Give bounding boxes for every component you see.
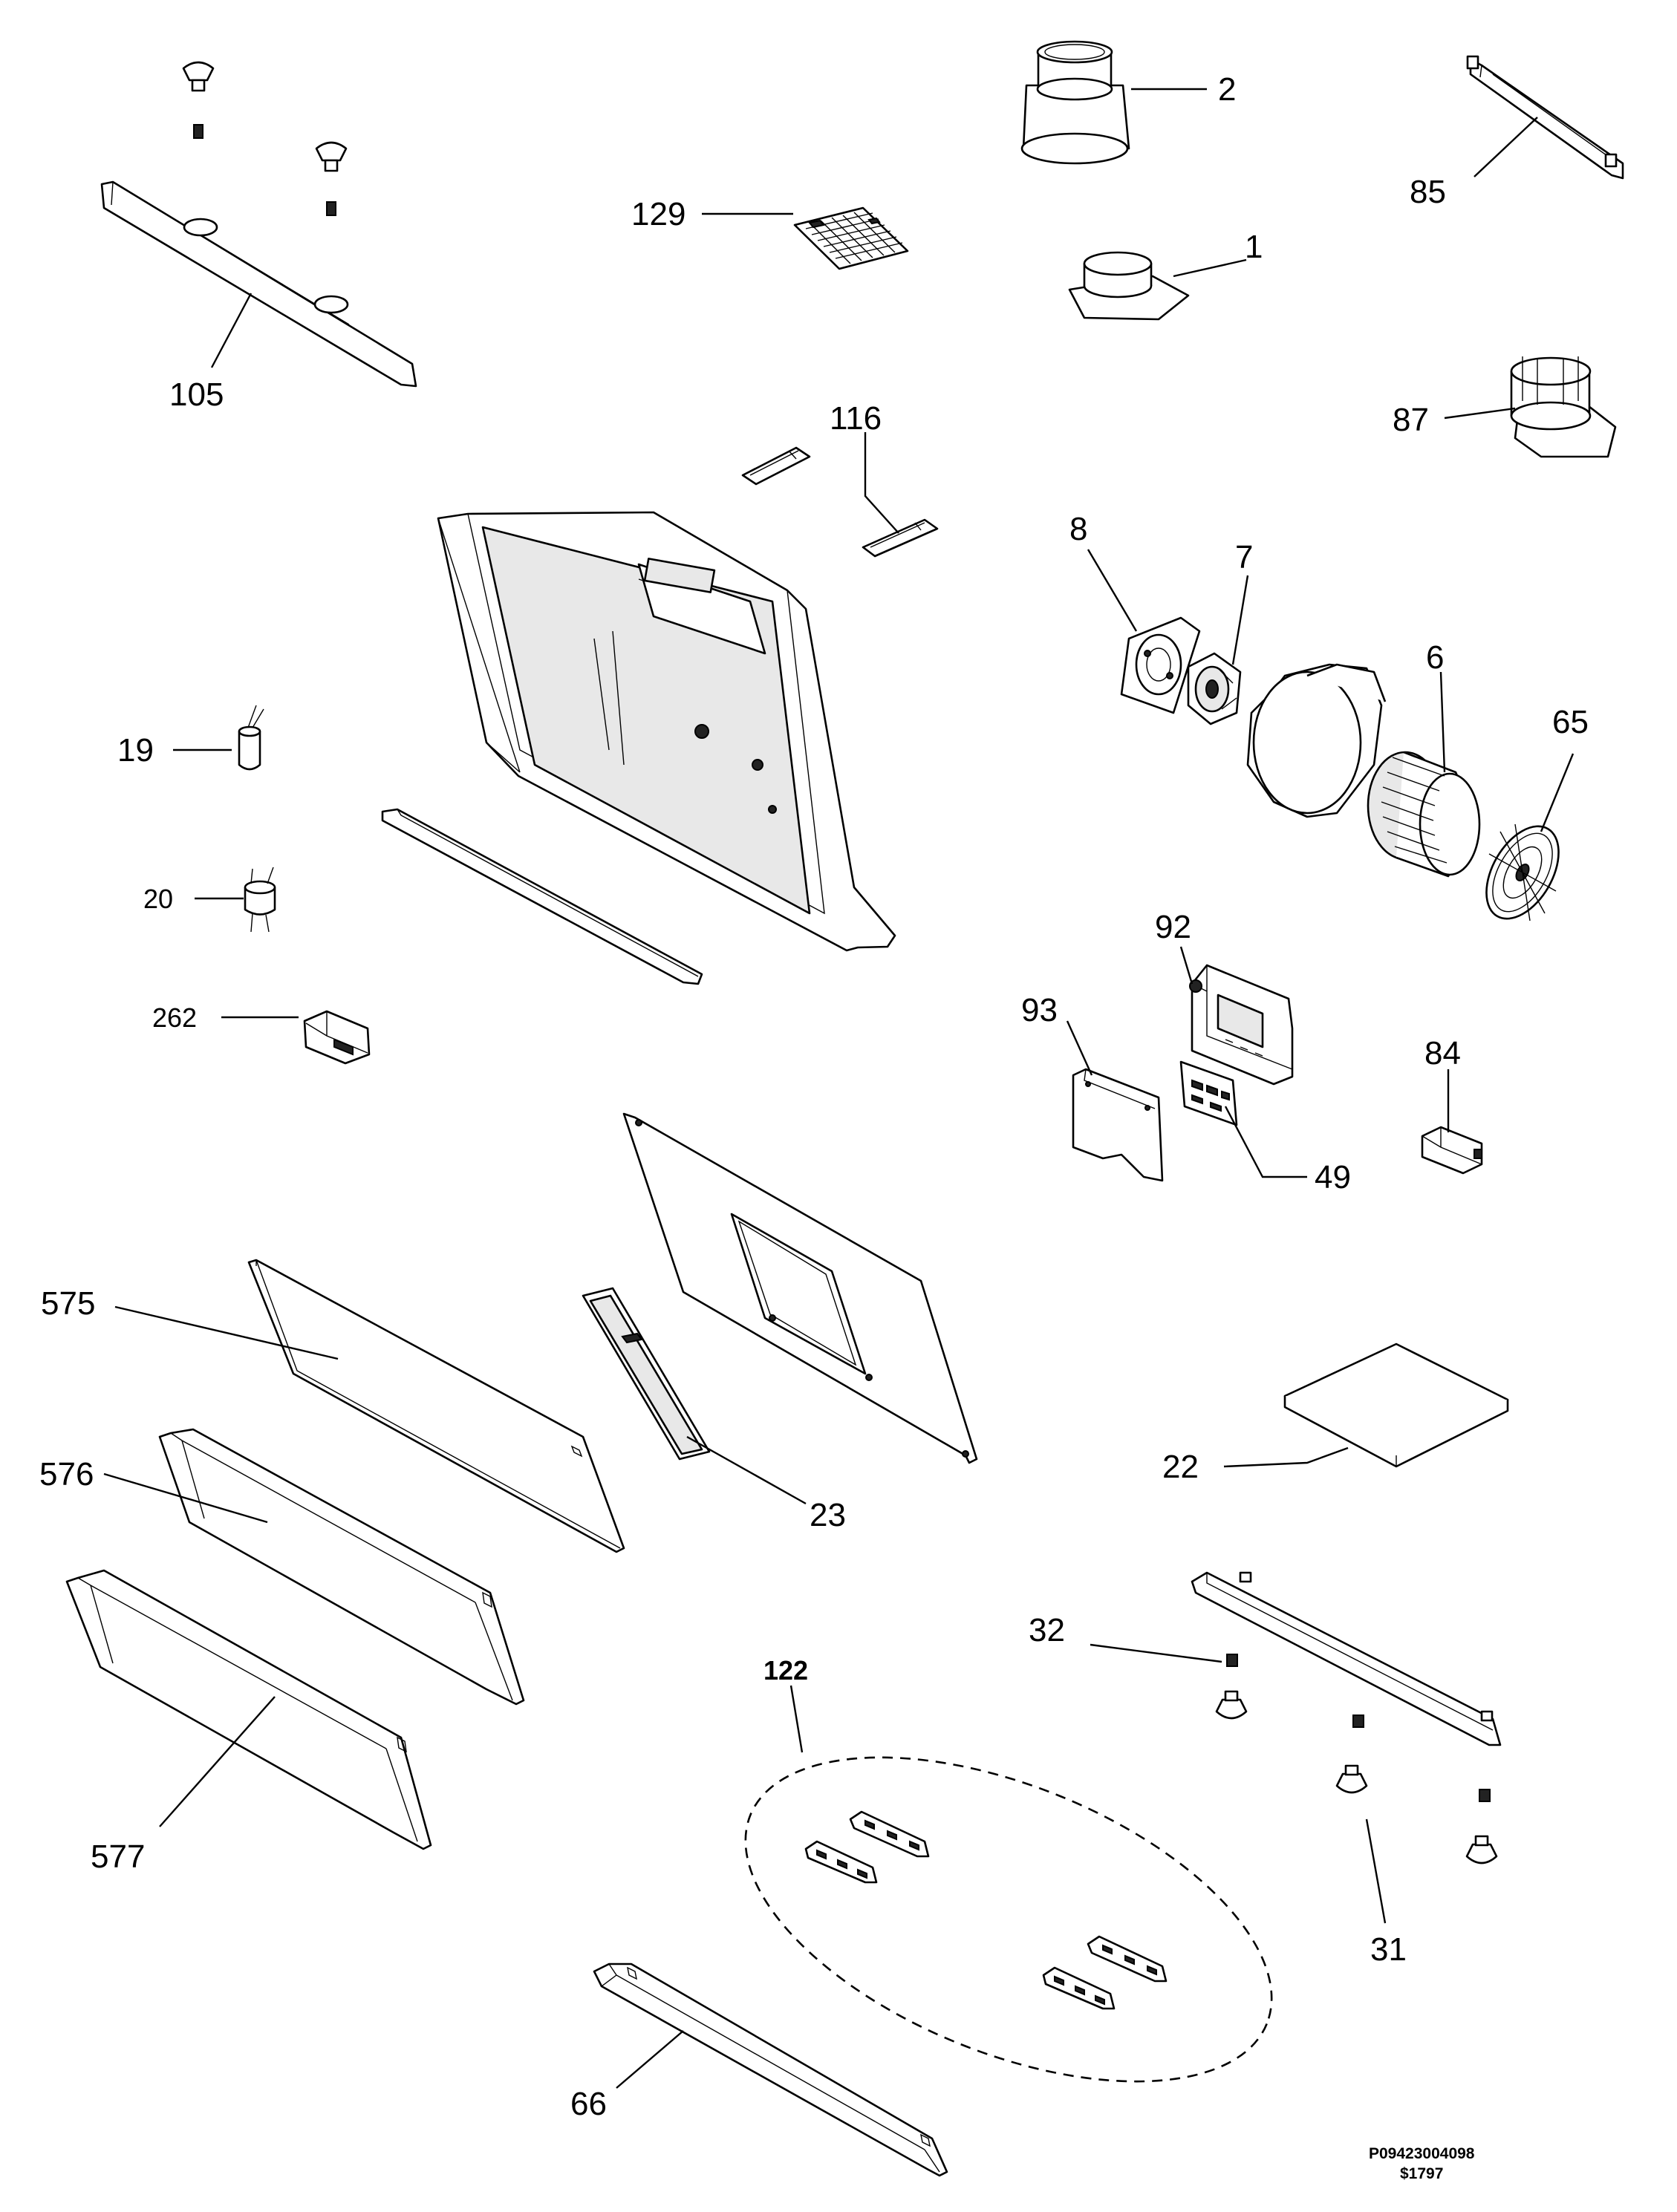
part-116-clips [741,446,939,558]
part-66-bottom-rail [593,1963,948,2177]
leader-105 [210,293,253,368]
label-23: 23 [810,1497,846,1533]
label-92: 92 [1155,909,1191,945]
part-front-bar [381,808,703,985]
drawing-code: P09423004098 [1369,2145,1475,2162]
part-23-filter [582,1287,711,1461]
label-66: 66 [570,2086,607,2122]
drawing-revision: $1797 [1400,2165,1443,2182]
label-116: 116 [830,400,882,437]
label-93: 93 [1021,992,1058,1028]
part-575-glass-panel [247,1259,625,1553]
part-129-grille [793,206,909,270]
leader-65 [1540,753,1575,832]
label-7: 7 [1235,539,1253,575]
label-32: 32 [1029,1612,1065,1648]
leader-32 [1090,1643,1222,1663]
leader-22 [1223,1446,1349,1468]
leader-23 [686,1435,807,1505]
label-19: 19 [117,732,154,769]
part-87-outlet-damper [1510,356,1617,458]
part-6-blower [1246,663,1481,878]
part-262-transformer [303,1010,371,1065]
label-105: 105 [169,376,224,413]
part-8-motor-plate [1120,616,1201,714]
leader-92 [1179,946,1194,985]
label-1: 1 [1245,229,1263,265]
part-2-duct-collar [1020,40,1130,165]
label-8: 8 [1069,511,1087,547]
label-22: 22 [1162,1449,1199,1485]
label-85: 85 [1410,174,1446,210]
part-105-top-lamp-bracket [100,61,417,388]
leader-8 [1087,549,1138,632]
part-22-carbon-filter [1283,1342,1509,1468]
label-129: 129 [631,196,686,232]
label-65: 65 [1552,704,1589,740]
part-92-control-box [1189,964,1294,1086]
leader-122 [789,1685,804,1753]
label-577: 577 [91,1839,145,1875]
part-31-32-lamp-bracket [1191,1571,1502,1864]
leader-116 [864,432,899,534]
part-49-switch-board [1179,1060,1238,1126]
label-31: 31 [1370,1931,1407,1968]
leader-66 [616,2030,684,2089]
part-576-front-panel [158,1428,525,1706]
label-84: 84 [1424,1035,1461,1071]
leader-87 [1444,407,1516,420]
part-577-bottom-panel [65,1569,432,1850]
label-576: 576 [39,1456,94,1492]
leader-575 [114,1305,339,1360]
part-19-capacitor [238,705,264,771]
leader-1 [1173,258,1247,278]
label-87: 87 [1393,402,1429,438]
part-1-base-plate [1068,251,1190,321]
leader-577 [159,1696,276,1827]
part-inner-panel [622,1112,978,1464]
label-262: 262 [152,1002,197,1033]
leader-49 [1224,1106,1307,1178]
leader-7 [1231,575,1249,665]
leader-93 [1066,1020,1093,1076]
label-2: 2 [1218,71,1236,108]
part-7-motor [1187,652,1242,725]
leader-576 [103,1472,268,1524]
label-49: 49 [1315,1159,1351,1195]
label-6: 6 [1426,639,1444,676]
leader-6 [1439,671,1446,773]
leader-85 [1474,117,1538,177]
leader-31 [1365,1818,1387,1924]
label-575: 575 [41,1285,95,1322]
label-122: 122 [763,1655,808,1686]
part-85-rail [1466,55,1624,180]
part-main-hood-body [437,511,896,952]
label-20: 20 [143,884,173,914]
part-122-fixing-kit [744,1756,1273,2083]
part-93-circuit-board [1072,1068,1164,1182]
part-20-capacitor [244,867,276,933]
part-84-switch [1421,1126,1483,1175]
part-65-inlet-grille [1485,823,1560,921]
